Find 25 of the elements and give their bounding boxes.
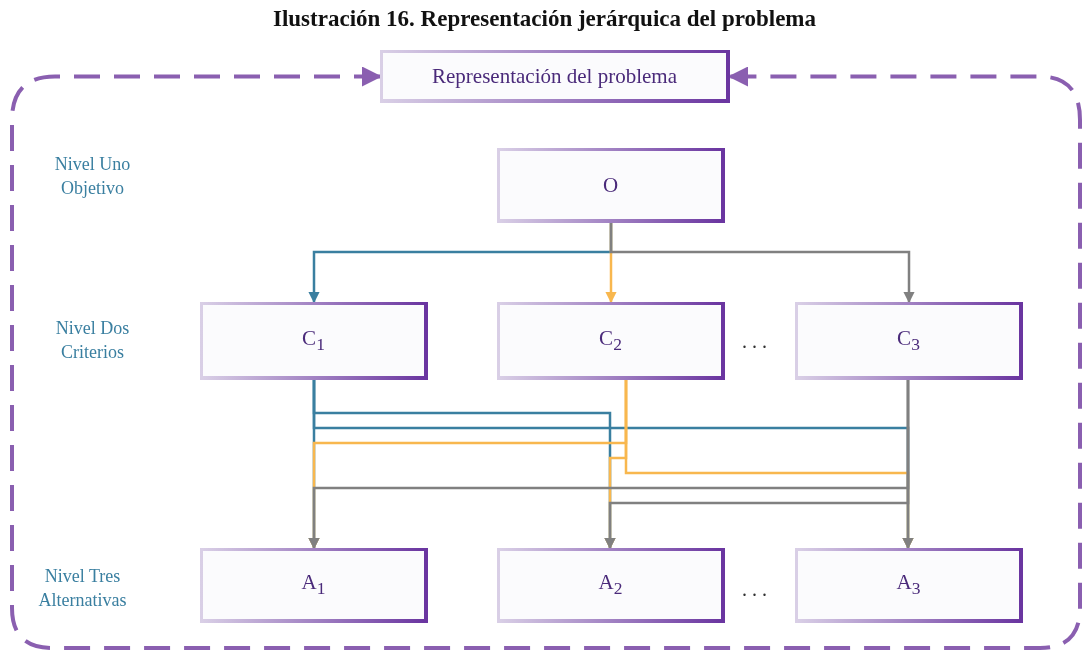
arrow bbox=[10, 66, 1082, 650]
arrow bbox=[902, 380, 914, 550]
title-box bbox=[380, 50, 730, 103]
process-box bbox=[795, 548, 1023, 623]
node-text: A$_{3}$ bbox=[895, 570, 922, 600]
node-text: A$_{2}$ bbox=[597, 570, 624, 600]
process-box bbox=[497, 302, 725, 380]
node-text: Representación del problema bbox=[431, 63, 678, 89]
level-label: Nivel Dos Criterios bbox=[54, 317, 131, 365]
process-box bbox=[200, 302, 428, 380]
node-text: A$_{1}$ bbox=[300, 570, 327, 600]
level-label: Nivel Tres Alternativas bbox=[37, 565, 128, 613]
process-box bbox=[497, 548, 725, 623]
process-box bbox=[497, 148, 725, 223]
node-text: O bbox=[601, 172, 620, 198]
diagram-title: Ilustración 16. Representación jerárquica del problema bbox=[272, 6, 817, 32]
ellipsis: . . . bbox=[742, 330, 767, 353]
level-label: Nivel Uno Objetivo bbox=[53, 153, 132, 201]
arrow bbox=[609, 223, 915, 304]
process-box bbox=[795, 302, 1023, 380]
ellipsis: . . . bbox=[742, 578, 767, 601]
node-text: C$_{3}$ bbox=[896, 325, 921, 356]
process-box bbox=[200, 548, 428, 623]
node-text: C$_{1}$ bbox=[301, 325, 326, 356]
node-text: C$_{2}$ bbox=[598, 325, 623, 356]
